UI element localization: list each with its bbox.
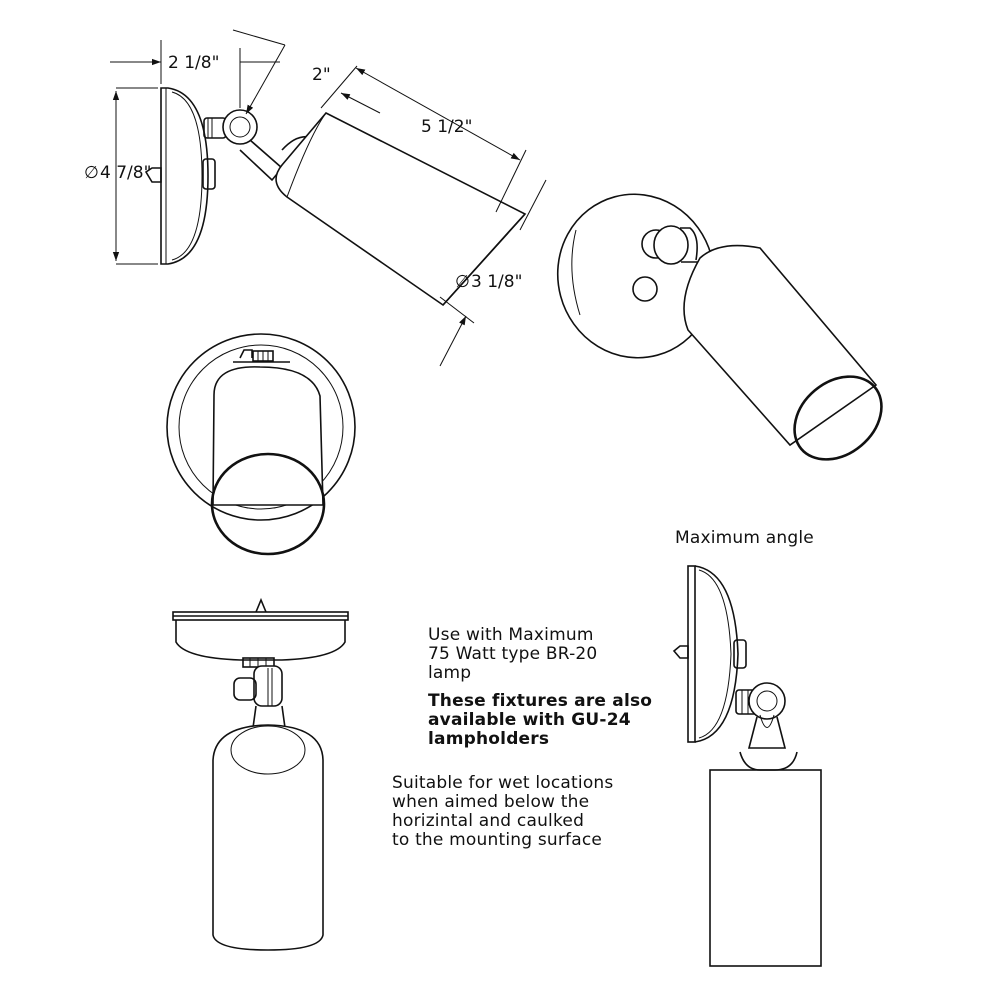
gu24-note-line-2: available with GU-24 bbox=[428, 710, 631, 730]
wet-location-note: Suitable for wet locations when aimed be… bbox=[392, 774, 613, 850]
max-angle-label: Maximum angle bbox=[675, 528, 814, 548]
wet-note-line-3: horizintal and caulked bbox=[392, 811, 585, 831]
side-view: 2 1/8" 2" 5 1/2" ∅ 4 7/8" ∅ 3 1/8" bbox=[84, 29, 547, 367]
dim-cylinder-diameter: 3 1/8" bbox=[471, 272, 522, 292]
lamp-note-line-3: lamp bbox=[428, 663, 472, 683]
gu24-note: These fixtures are also available with G… bbox=[428, 692, 652, 749]
dim-diameter-symbol-1: ∅ bbox=[84, 163, 99, 183]
gu24-note-line-1: These fixtures are also bbox=[428, 691, 653, 711]
lamp-note-line-2: 75 Watt type BR-20 bbox=[428, 644, 598, 664]
dim-diameter-symbol-2: ∅ bbox=[455, 272, 470, 292]
perspective-view bbox=[556, 193, 883, 461]
bottom-view bbox=[172, 597, 349, 951]
dim-arm-offset: 2" bbox=[312, 65, 331, 85]
lamp-note-line-1: Use with Maximum bbox=[428, 625, 594, 645]
wet-note-line-1: Suitable for wet locations bbox=[392, 773, 614, 793]
max-angle-view bbox=[672, 565, 822, 967]
gu24-note-line-3: lampholders bbox=[428, 729, 550, 749]
wet-note-line-4: to the mounting surface bbox=[392, 830, 603, 850]
wet-note-line-2: when aimed below the bbox=[392, 792, 590, 812]
dim-base-diameter: 4 7/8" bbox=[100, 163, 151, 183]
dim-cylinder-length: 5 1/2" bbox=[421, 117, 472, 137]
dim-base-depth: 2 1/8" bbox=[168, 53, 219, 73]
front-view bbox=[166, 333, 356, 556]
lamp-note: Use with Maximum 75 Watt type BR-20 lamp bbox=[428, 626, 597, 683]
